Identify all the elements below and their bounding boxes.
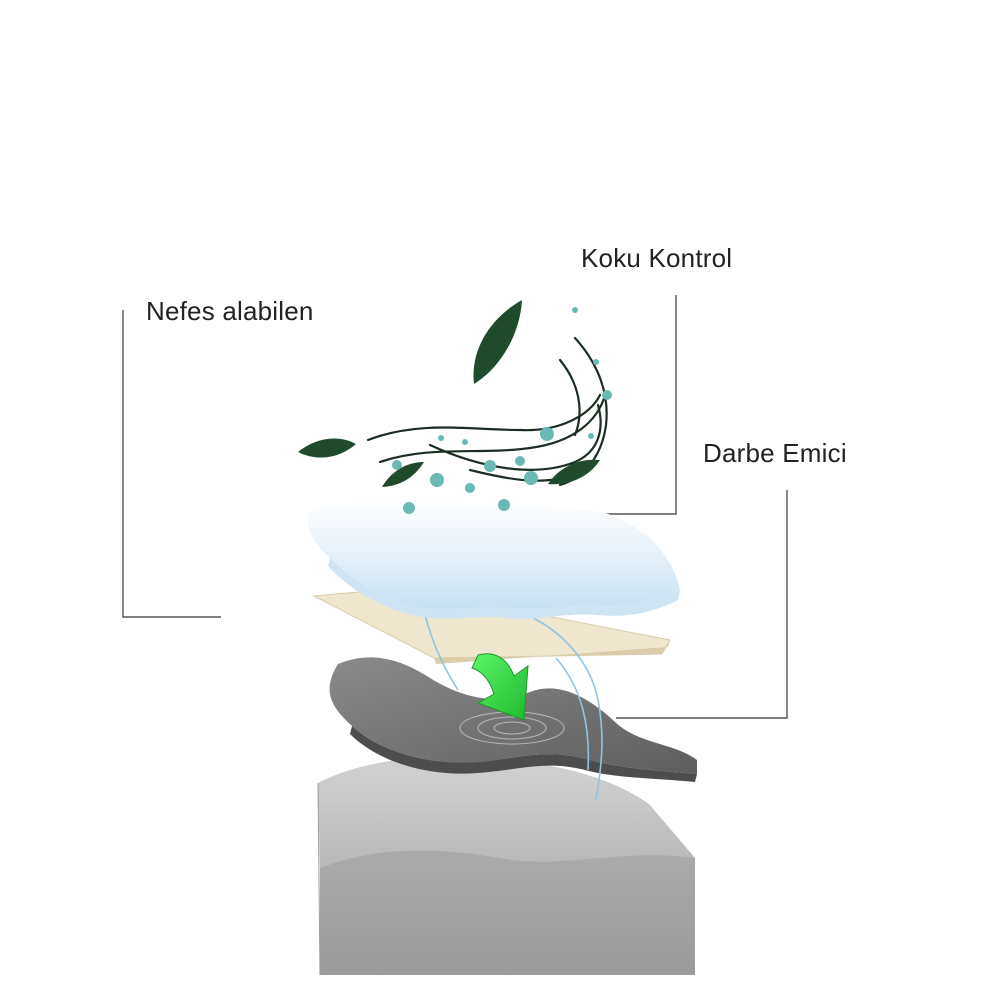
leaf-icon bbox=[548, 459, 600, 485]
breathable-leader-line bbox=[122, 310, 221, 618]
downward-arrow-icon bbox=[471, 653, 529, 721]
shock-absorbing-leader-line bbox=[616, 490, 788, 719]
leaf-icon bbox=[298, 438, 356, 458]
leaf-icon bbox=[473, 300, 522, 384]
odor-control-label: Koku Kontrol bbox=[581, 243, 733, 273]
base-foam-block bbox=[317, 756, 695, 976]
leaf-icons bbox=[298, 300, 600, 487]
airflow-lines bbox=[366, 336, 608, 487]
shock-absorbing-label: Darbe Emici bbox=[703, 438, 847, 468]
leader-lines bbox=[122, 295, 788, 719]
odor-particle-icons bbox=[392, 307, 612, 514]
breathable-label: Nefes alabilen bbox=[146, 296, 314, 326]
top-breathable-layer bbox=[307, 498, 680, 619]
odor-control-leader-line bbox=[604, 295, 677, 515]
leaf-icon bbox=[382, 462, 424, 487]
